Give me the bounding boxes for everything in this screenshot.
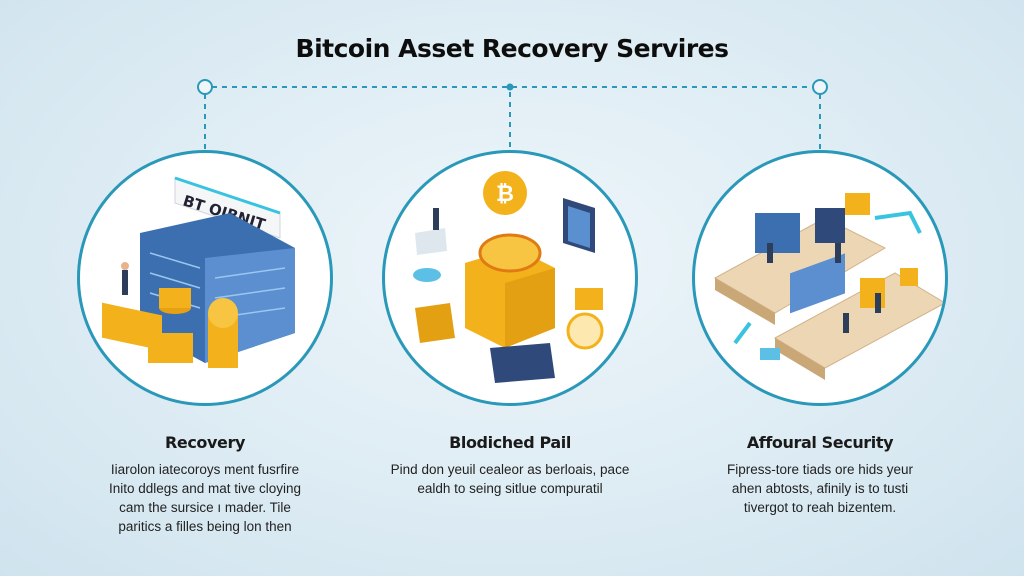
- blockchain-card: Blodiched Pail Pind don yeuil cealeor as…: [360, 433, 660, 498]
- page-title: Bitcoin Asset Recovery Servires: [295, 34, 729, 63]
- platform-icon: [415, 228, 447, 255]
- security-line: Fipress-tore tiads ore hids yeur: [726, 462, 914, 477]
- platform-icon: [773, 272, 945, 369]
- node-dot-center: [506, 83, 514, 91]
- machine-icon: [815, 208, 845, 243]
- cable-icon: [733, 321, 752, 345]
- blockchain-description: Pind don yeuil cealeor as berloais, pace…: [360, 460, 660, 498]
- security-illustration: [692, 150, 948, 406]
- screen-icon: [790, 253, 845, 314]
- machine-icon: [755, 213, 800, 253]
- person-figure: [433, 208, 439, 230]
- recovery-line: Iiarolon iatecoroys ment fusrfire: [110, 462, 300, 477]
- coin-icon: [566, 312, 604, 350]
- gold-box-icon: [415, 303, 455, 343]
- disc-icon: [413, 268, 441, 282]
- worker-figures: [767, 243, 881, 333]
- security-heading: Affoural Security: [746, 433, 894, 452]
- gold-cube-icon: [845, 193, 870, 215]
- gold-cube-icon: [860, 278, 885, 308]
- node-dot-left: [197, 79, 213, 95]
- security-line: tivergot to reah bizentem.: [743, 500, 897, 515]
- recovery-illustration: BT OIBNIT: [77, 150, 333, 406]
- recovery-line: cam the sursice ı mader. Tile: [119, 500, 291, 515]
- recovery-heading: Recovery: [164, 433, 246, 452]
- device-icon: [760, 348, 780, 360]
- padlock-icon: [159, 288, 191, 308]
- cable-icon: [874, 210, 922, 234]
- recovery-line: Inito ddlegs and mat tive cloying: [108, 481, 302, 496]
- gold-cube-icon: [575, 288, 603, 310]
- recovery-line: paritics a filles being lon then: [118, 519, 292, 534]
- blockchain-illustration: ₿: [382, 150, 638, 406]
- security-description: Fipress-tore tiads ore hids yeur ahen abt…: [670, 460, 970, 517]
- bitcoin-symbol-icon: ₿: [496, 181, 514, 206]
- gold-bar-icon: [102, 302, 162, 351]
- person-figure: [122, 270, 128, 295]
- blockchain-line: ealdh to seing sitlue compuratil: [417, 481, 603, 496]
- gold-cube-icon: [900, 268, 918, 286]
- blockchain-line: Pind don yeuil cealeor as berloais, pace: [390, 462, 630, 477]
- gold-bar-icon: [148, 333, 193, 363]
- node-dot-right: [812, 79, 828, 95]
- security-card: Affoural Security Fipress-tore tiads ore…: [670, 433, 970, 517]
- bitcoin-coin-icon: [483, 171, 527, 215]
- recovery-card: Recovery Iiarolon iatecoroys ment fusrfi…: [55, 433, 355, 536]
- security-line: ahen abtosts, afinily is to tusti: [731, 481, 909, 496]
- blockchain-heading: Blodiched Pail: [449, 433, 571, 452]
- tablet-icon: [490, 343, 555, 383]
